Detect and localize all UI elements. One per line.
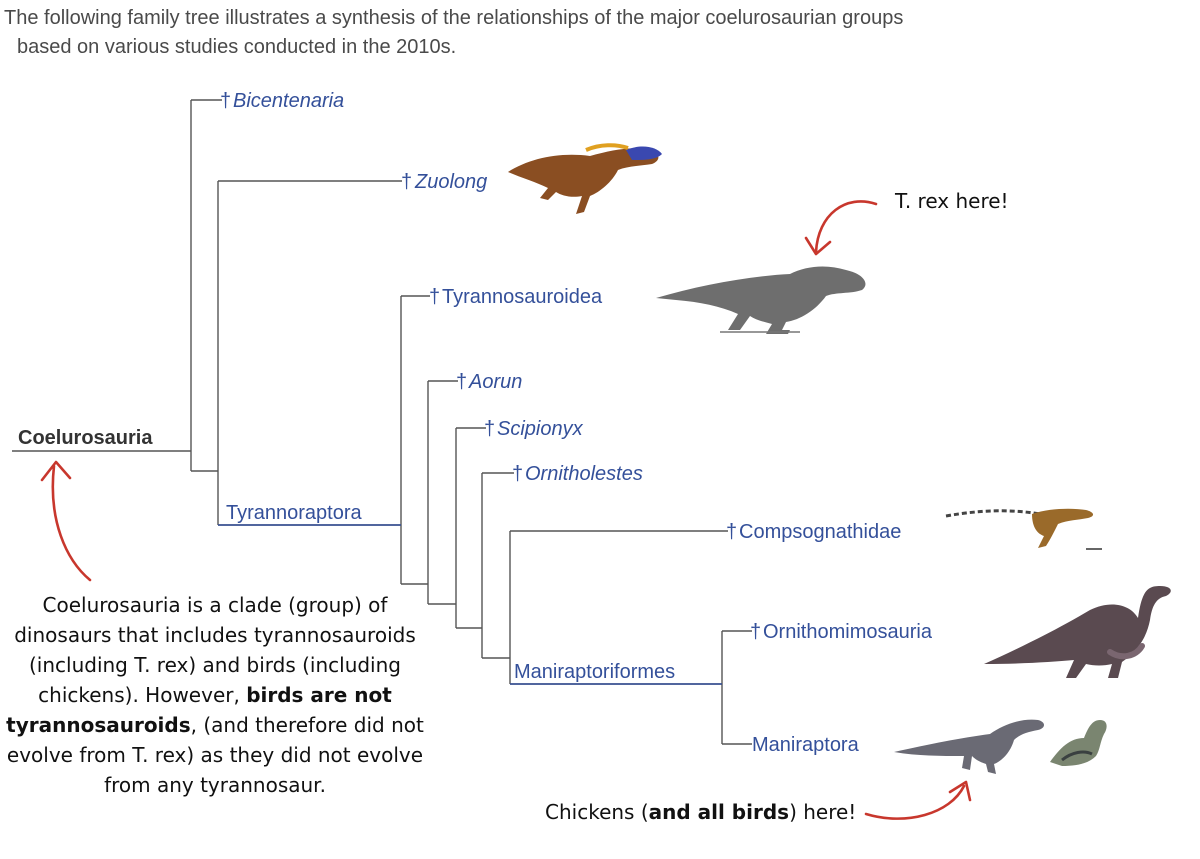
clade-tyrannoraptora: Tyrannoraptora bbox=[218, 502, 401, 526]
clade-label: Tyrannoraptora bbox=[226, 502, 363, 524]
pigeon-illustration bbox=[1050, 720, 1107, 766]
tyrannosaurus-illustration bbox=[656, 266, 866, 334]
arrow-to-birds bbox=[864, 780, 972, 820]
birds-annotation-bold: and all birds bbox=[648, 800, 790, 824]
clade-maniraptoriformes: Maniraptoriformes bbox=[510, 661, 722, 685]
explanation-part-2: , (and therefore did not evolve from T. … bbox=[6, 713, 424, 797]
taxon-ornitholestes: † Ornitholestes bbox=[512, 463, 643, 485]
intro-text: The following family tree illustrates a … bbox=[4, 4, 1184, 62]
intro-line-2: based on various studies conducted in th… bbox=[17, 36, 457, 58]
taxon-label: Zuolong bbox=[414, 171, 487, 193]
taxon-label: Aorun bbox=[468, 371, 522, 393]
taxon-label: Bicentenaria bbox=[233, 90, 344, 112]
dromaeosaur-illustration bbox=[894, 719, 1044, 774]
dagger-mark: † bbox=[726, 521, 737, 543]
zuolong-illustration bbox=[508, 143, 662, 214]
explanation-part-1: Coelurosauria is a clade (group) of dino… bbox=[14, 593, 416, 707]
trex-annotation: T. rex here! bbox=[895, 189, 1009, 213]
taxon-compsognathidae: † Compsognathidae bbox=[726, 521, 901, 543]
birds-annotation-post: ) here! bbox=[789, 800, 857, 824]
clade-label: Maniraptoriformes bbox=[514, 661, 675, 683]
taxon-maniraptora: Maniraptora bbox=[752, 734, 860, 756]
dagger-mark: † bbox=[456, 371, 467, 393]
taxon-scipionyx: † Scipionyx bbox=[484, 418, 584, 440]
birds-annotation: Chickens (and all birds) here! bbox=[545, 800, 856, 824]
explanation-bold: birds are not tyrannosauroids bbox=[6, 683, 392, 737]
taxon-zuolong: † Zuolong bbox=[401, 171, 487, 193]
taxon-label: Compsognathidae bbox=[739, 521, 901, 543]
taxon-label: Scipionyx bbox=[497, 418, 584, 440]
root-label-coelurosauria: Coelurosauria bbox=[18, 427, 153, 449]
taxon-ornithomimosauria: † Ornithomimosauria bbox=[750, 621, 933, 643]
dagger-mark: † bbox=[484, 418, 495, 440]
coelurosauria-explanation: Coelurosauria is a clade (group) of dino… bbox=[0, 590, 430, 800]
taxon-label: Ornitholestes bbox=[525, 463, 643, 485]
birds-annotation-pre: Chickens ( bbox=[545, 800, 649, 824]
arrow-to-coelurosauria bbox=[40, 460, 92, 582]
dagger-mark: † bbox=[750, 621, 761, 643]
taxon-aorun: † Aorun bbox=[456, 371, 522, 393]
taxon-label: Ornithomimosauria bbox=[763, 621, 933, 643]
taxon-tyrannosauroidea: † Tyrannosauroidea bbox=[429, 286, 603, 308]
taxon-bicentenaria: † Bicentenaria bbox=[220, 90, 344, 112]
dagger-mark: † bbox=[512, 463, 523, 485]
compsognathus-illustration bbox=[945, 508, 1102, 550]
dagger-mark: † bbox=[220, 90, 231, 112]
taxon-label: Maniraptora bbox=[752, 734, 860, 756]
intro-line-1: The following family tree illustrates a … bbox=[4, 7, 904, 29]
dagger-mark: † bbox=[401, 171, 412, 193]
dagger-mark: † bbox=[429, 286, 440, 308]
ornithomimosaur-illustration bbox=[984, 586, 1171, 678]
arrow-to-trex bbox=[804, 200, 878, 256]
taxon-label: Tyrannosauroidea bbox=[442, 286, 603, 308]
